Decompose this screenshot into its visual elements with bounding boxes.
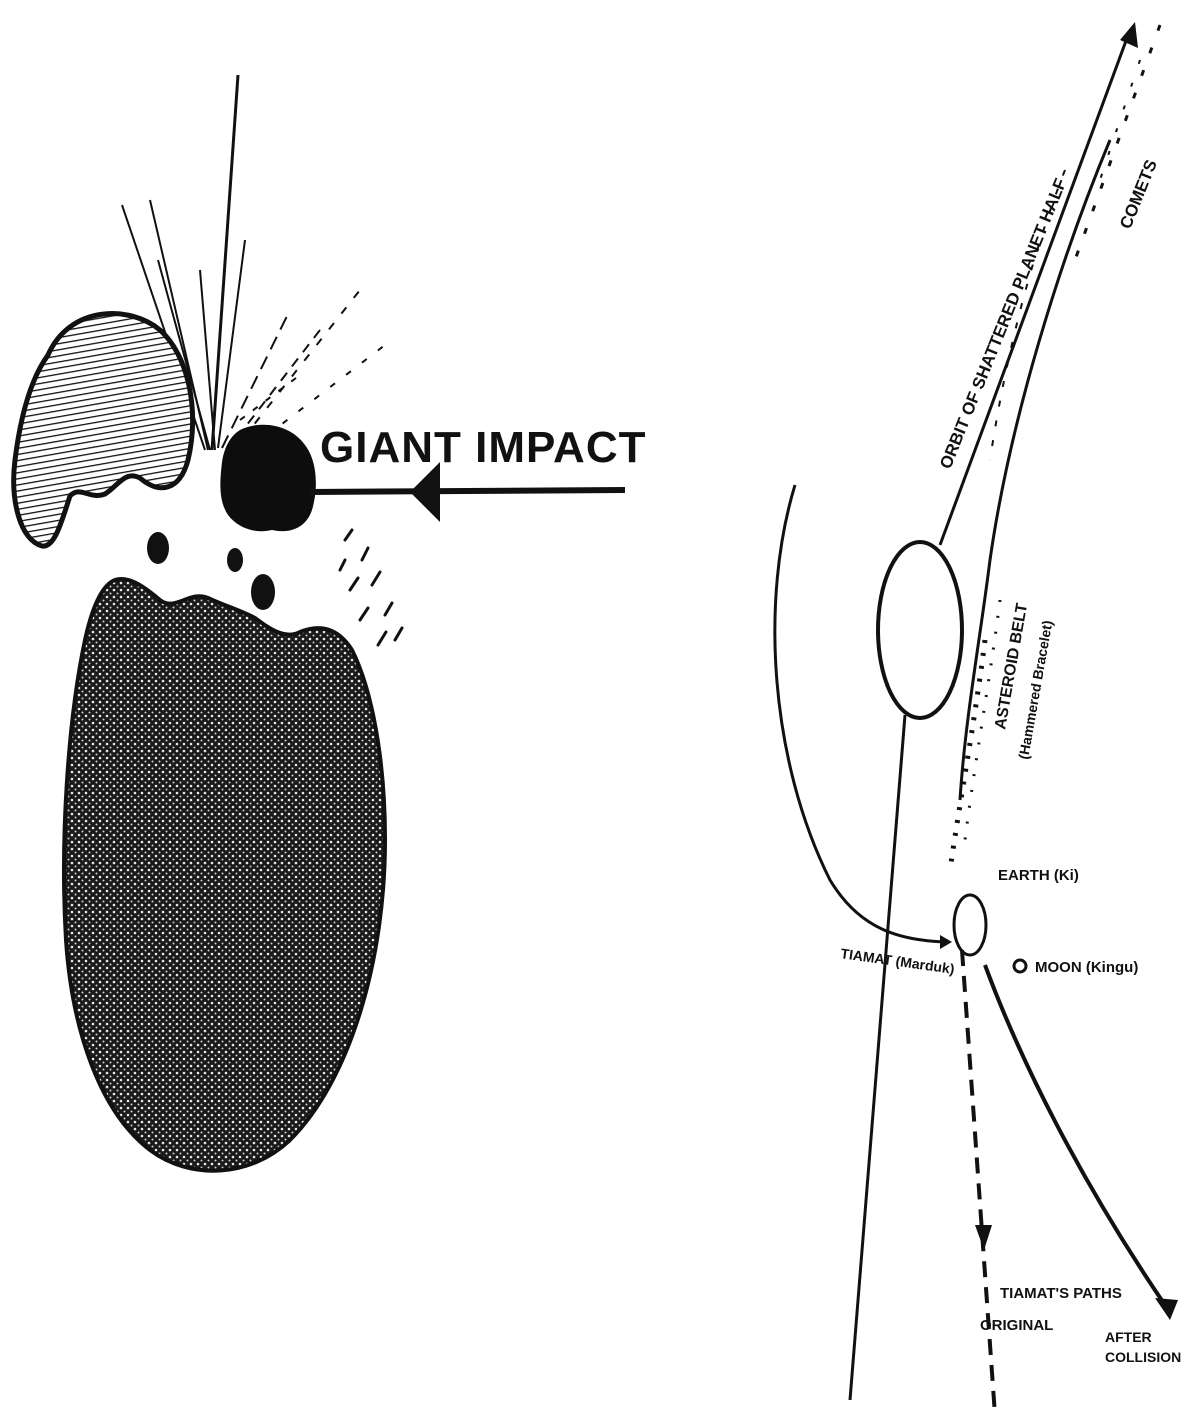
debris-specks [340, 530, 402, 645]
original-path [962, 950, 995, 1415]
comets-label: COMETS [1116, 157, 1161, 232]
target-planet [64, 579, 385, 1171]
shattered-half-label: ORBIT OF SHATTERED PLANET HALF [936, 176, 1070, 472]
debris-chunk [227, 548, 243, 572]
outer-orbit-arc [775, 485, 945, 942]
collision-label: COLLISION [1105, 1349, 1181, 1365]
planet-circle [878, 542, 962, 718]
hatched-fragment [14, 314, 193, 547]
moon-label: MOON (Kingu) [1035, 959, 1138, 976]
tiamat-paths-label: TIAMAT'S PATHS [1000, 1285, 1122, 1302]
debris-chunk [147, 532, 169, 564]
after-collision-path [985, 965, 1165, 1305]
planet-label: TIAMAT (Marduk) [840, 945, 956, 977]
earth-circle [954, 895, 986, 955]
impact-illustration: GIANT IMPACT [14, 75, 647, 1171]
shattered-half-path [940, 30, 1130, 545]
orbit-diagram [775, 22, 1178, 1415]
impactor-body [220, 425, 316, 531]
original-label: ORIGINAL [980, 1317, 1053, 1334]
after-label: AFTER [1105, 1329, 1152, 1345]
impact-title: GIANT IMPACT [320, 423, 647, 472]
debris-chunk [251, 574, 275, 610]
moon-circle [1014, 960, 1026, 972]
earth-label: EARTH (Ki) [998, 867, 1079, 884]
